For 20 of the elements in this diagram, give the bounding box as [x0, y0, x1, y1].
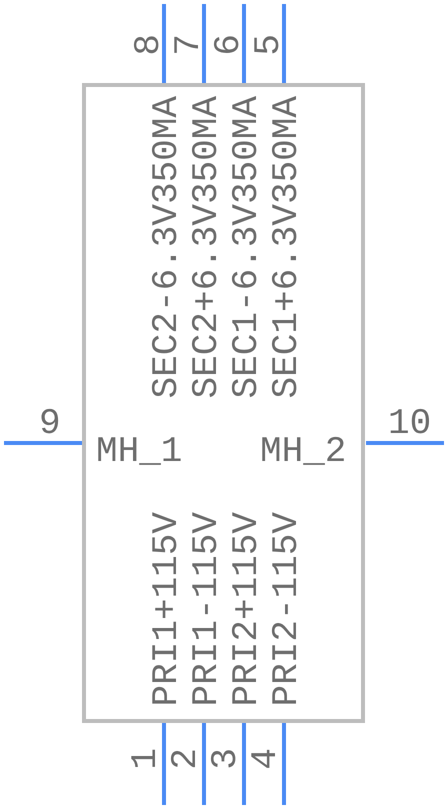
pin-number: 4: [248, 748, 284, 770]
pin-number: 2: [168, 748, 204, 770]
pin-name: PRI1+115V: [149, 512, 185, 706]
pin-name: MH_2: [260, 434, 346, 470]
pin-name: SEC2-6.3V350MA: [149, 96, 185, 398]
pin-number: 3: [208, 748, 244, 770]
pin-number: 10: [388, 406, 432, 442]
pin-name: PRI1-115V: [189, 512, 225, 706]
pin-name: MH_1: [96, 434, 182, 470]
pin-name: SEC1-6.3V350MA: [229, 96, 265, 398]
pin-number: 7: [171, 34, 207, 56]
pin-number: 6: [211, 34, 247, 56]
pin-number: 1: [128, 748, 164, 770]
pin-number: 8: [131, 34, 167, 56]
pin-number: 9: [39, 406, 61, 442]
pin-name: SEC1+6.3V350MA: [269, 96, 305, 398]
pin-number: 5: [251, 34, 287, 56]
pin-name: PRI2+115V: [229, 512, 265, 706]
pin-name: PRI2-115V: [269, 512, 305, 706]
pin-name: SEC2+6.3V350MA: [189, 96, 225, 398]
